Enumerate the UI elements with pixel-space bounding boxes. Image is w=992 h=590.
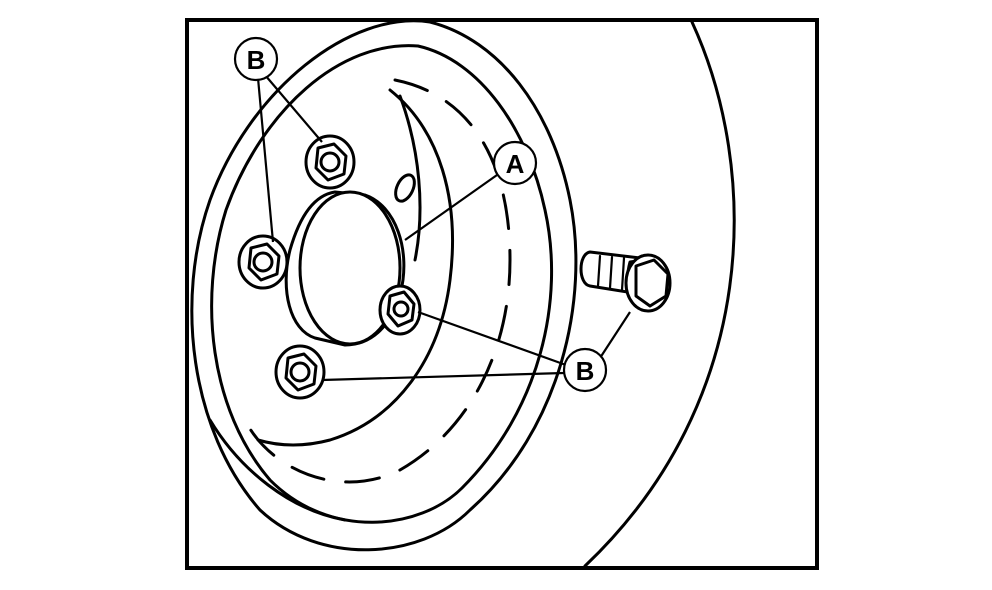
hub-cap [284,190,406,347]
lug-nut-right [378,284,422,336]
rim-hole [394,173,416,203]
disc-contour [256,88,454,447]
hub-cap-face [298,190,402,346]
disc-inner-arc [398,94,422,262]
lug-nut-top [304,134,356,190]
callout-b-right-label: B [576,356,595,386]
rim-outer [190,22,578,552]
callout-b-right: B [562,347,608,393]
callout-b-top: B [233,36,279,82]
callout-a: A [492,140,538,186]
figure-frame [185,18,819,570]
lug-nut-bottom [274,344,326,400]
rim-dashed-contour [243,78,512,484]
callout-a-label: A [506,149,525,179]
wheel [190,22,736,566]
rim-inner [210,44,554,524]
callout-b-top-label: B [247,45,266,75]
leader-lines [256,74,631,382]
rim-lip-lower [208,418,347,522]
lug-nut-left [237,234,289,290]
loose-bolt [579,250,672,313]
tire-outline [583,22,736,566]
